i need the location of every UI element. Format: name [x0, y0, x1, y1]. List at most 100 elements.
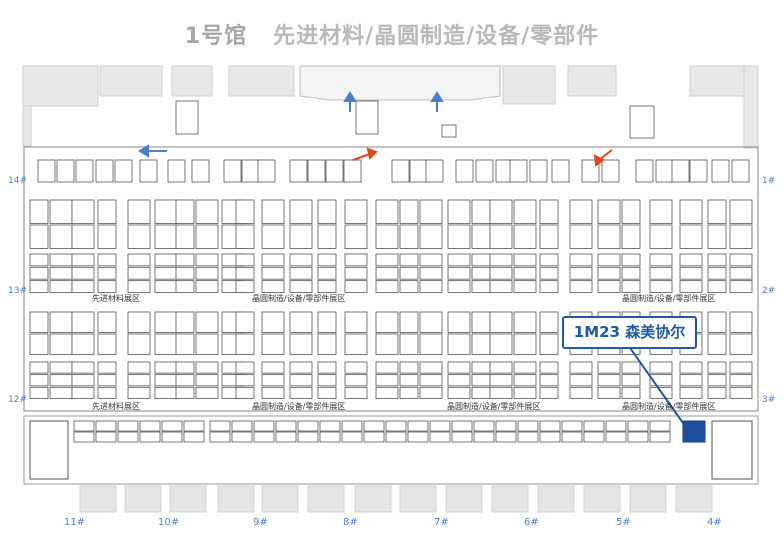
booth	[235, 224, 255, 249]
booth	[621, 199, 641, 224]
booth	[195, 374, 219, 387]
booth	[175, 386, 195, 399]
booth	[344, 266, 368, 280]
booth	[447, 333, 471, 355]
booth	[261, 333, 285, 355]
booth	[289, 253, 313, 267]
booth	[195, 280, 219, 293]
booth	[317, 253, 337, 267]
booth	[49, 266, 73, 280]
booth	[513, 266, 537, 280]
bottom-label: 6#	[524, 517, 539, 528]
booth	[127, 311, 151, 333]
booth	[175, 100, 199, 135]
booth	[344, 253, 368, 267]
booth	[297, 420, 319, 432]
booth	[399, 333, 419, 355]
booth	[539, 199, 559, 224]
booth	[513, 280, 537, 293]
booth	[419, 311, 443, 333]
area-right-large	[711, 420, 753, 480]
booth	[317, 199, 337, 224]
bottom-label: 9#	[253, 517, 268, 528]
main-entrance-bay	[299, 65, 501, 101]
highlight-booth-1m23[interactable]	[682, 420, 706, 443]
side-label-right: 3#	[762, 395, 775, 405]
booth	[375, 266, 399, 280]
booth	[621, 266, 641, 280]
booth	[539, 431, 561, 443]
booth	[729, 374, 753, 387]
booth	[649, 361, 673, 374]
side-label-right: 1#	[762, 176, 775, 186]
booth	[569, 199, 593, 224]
booth	[539, 266, 559, 280]
booth	[344, 333, 368, 355]
booth	[605, 431, 627, 443]
booth	[399, 253, 419, 267]
exit-arrows	[352, 147, 613, 167]
booth	[621, 386, 641, 399]
booth	[97, 224, 117, 249]
booth	[317, 266, 337, 280]
booth	[419, 386, 443, 399]
booth	[729, 266, 753, 280]
booth	[29, 253, 49, 267]
service-block	[399, 485, 437, 513]
booth	[375, 224, 399, 249]
booth	[175, 374, 195, 387]
booth	[97, 266, 117, 280]
booth	[569, 266, 593, 280]
booth	[729, 311, 753, 333]
booth	[341, 431, 363, 443]
booth	[261, 374, 285, 387]
highlight-callout[interactable]: 1M23 森美协尔	[562, 316, 697, 349]
booth	[117, 431, 139, 443]
booth	[289, 199, 313, 224]
booth	[495, 420, 517, 432]
booth	[471, 280, 491, 293]
booth	[97, 253, 117, 267]
booth	[489, 199, 513, 224]
booth	[707, 253, 727, 267]
booth	[289, 386, 313, 399]
booth	[375, 374, 399, 387]
booth	[175, 361, 195, 374]
side-label-left: 13#	[8, 286, 27, 296]
booth	[95, 431, 117, 443]
booth	[679, 199, 703, 224]
booth	[209, 420, 231, 432]
booth	[517, 431, 539, 443]
zone-label-materials: 先进材料展区	[92, 293, 140, 303]
booth	[344, 280, 368, 293]
booth	[49, 253, 73, 267]
service-block	[675, 485, 713, 513]
booth	[513, 374, 537, 387]
booth	[621, 374, 641, 387]
booth	[317, 333, 337, 355]
booth	[289, 266, 313, 280]
booth	[161, 420, 183, 432]
booth	[344, 374, 368, 387]
booth	[29, 333, 49, 355]
booth	[231, 431, 253, 443]
booth	[399, 199, 419, 224]
service-block	[583, 485, 621, 513]
booth	[655, 159, 674, 183]
booth	[289, 224, 313, 249]
booth	[343, 159, 362, 183]
service-block	[307, 485, 345, 513]
booth	[679, 374, 703, 387]
booth	[509, 159, 528, 183]
booth	[489, 333, 513, 355]
booth	[569, 386, 593, 399]
service-block	[629, 485, 667, 513]
booth	[489, 253, 513, 267]
booth	[489, 311, 513, 333]
booth	[551, 159, 570, 183]
service-block	[261, 485, 299, 513]
booth	[71, 253, 95, 267]
booth	[447, 266, 471, 280]
booth	[97, 280, 117, 293]
